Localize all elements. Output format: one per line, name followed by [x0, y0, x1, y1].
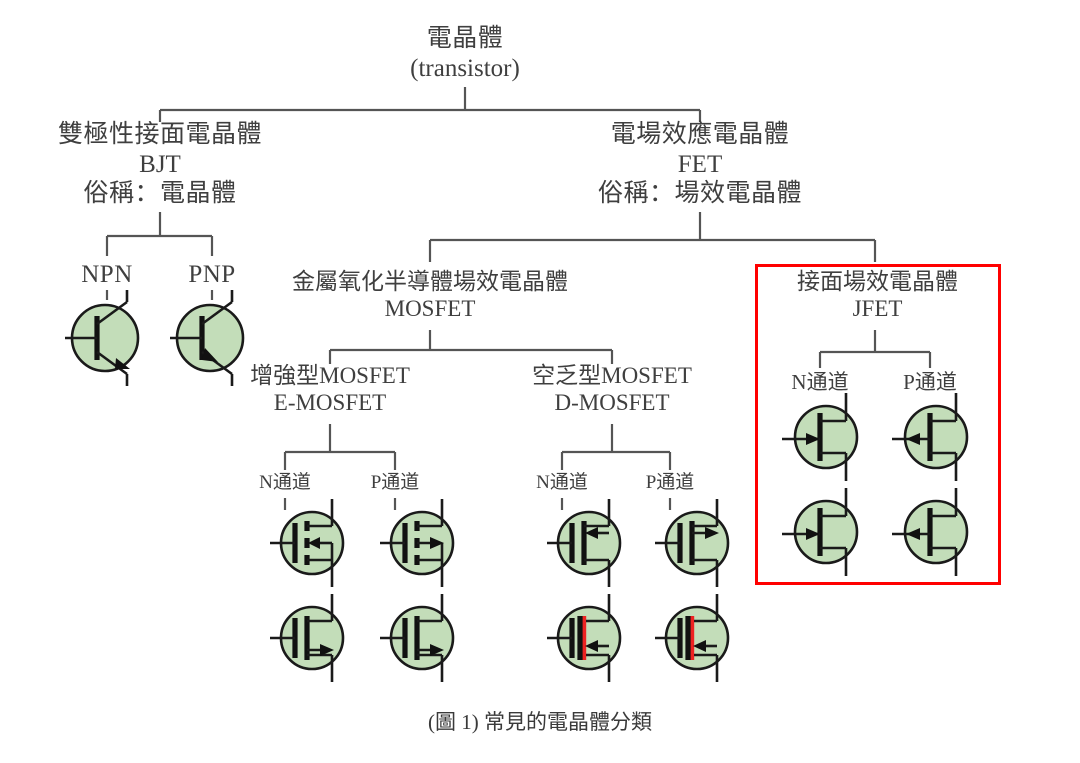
node-bjt: 雙極性接面電晶體 BJT 俗稱：電晶體	[10, 120, 310, 209]
label-jfet-p-channel: P通道	[903, 370, 957, 394]
node-mosfet: 金屬氧化半導體場效電晶體 MOSFET	[230, 268, 630, 322]
fet-label-en: FET	[677, 150, 723, 178]
dmosfet-label-cn: 空乏型MOSFET	[532, 363, 692, 388]
dmosfet-label-en: D-MOSFET	[554, 390, 670, 416]
jfet-label-cn: 接面場效電晶體	[797, 269, 958, 294]
label-emosfet-p-channel: P通道	[370, 472, 420, 493]
emosfet-label-en: E-MOSFET	[273, 390, 387, 416]
root-label-cn: 電晶體	[426, 25, 504, 52]
symbol-emosfet-p-row1	[380, 499, 453, 587]
symbol-emosfet-p-row2	[380, 594, 453, 682]
symbol-jfet-p-row1	[892, 393, 967, 481]
symbol-dmosfet-n-row1	[547, 499, 620, 587]
symbol-bjt-npn	[65, 290, 138, 386]
root-label-en: (transistor)	[410, 54, 520, 82]
symbol-jfet-n-row1	[782, 393, 857, 481]
symbol-dmosfet-p-row1	[655, 499, 728, 587]
fet-label-cn: 電場效應電晶體	[610, 121, 790, 148]
mosfet-label-cn: 金屬氧化半導體場效電晶體	[292, 269, 568, 294]
label-jfet-n-channel: N通道	[791, 370, 849, 394]
symbol-emosfet-n-row2	[270, 594, 343, 682]
node-fet: 電場效應電晶體 FET 俗稱：場效電晶體	[550, 120, 850, 209]
label-emosfet-n-channel: N通道	[259, 472, 311, 493]
label-dmosfet-p-channel: P通道	[645, 472, 695, 493]
symbol-dmosfet-p-row2	[655, 594, 728, 682]
node-jfet: 接面場效電晶體 JFET	[765, 268, 990, 322]
symbol-jfet-n-row2	[782, 488, 857, 576]
bjt-label-alias: 俗稱：電晶體	[83, 180, 237, 207]
jfet-label-en: JFET	[852, 296, 903, 322]
node-bjt-pnp: PNP	[188, 261, 236, 288]
node-dmosfet: 空乏型MOSFET D-MOSFET	[482, 362, 742, 416]
bjt-label-cn: 雙極性接面電晶體	[57, 121, 262, 148]
node-emosfet: 增強型MOSFET E-MOSFET	[200, 362, 460, 416]
label-dmosfet-n-channel: N通道	[536, 472, 588, 493]
bjt-label-en: BJT	[139, 150, 181, 178]
mosfet-label-en: MOSFET	[384, 296, 476, 322]
symbol-dmosfet-n-row2	[547, 594, 620, 682]
node-bjt-npn: NPN	[81, 261, 133, 288]
node-root: 電晶體 (transistor)	[365, 24, 565, 83]
fet-label-alias: 俗稱：場效電晶體	[597, 180, 802, 207]
emosfet-label-cn: 增強型MOSFET	[250, 363, 410, 388]
figure-caption: (圖 1) 常見的電晶體分類	[428, 710, 652, 734]
symbol-jfet-p-row2	[892, 488, 967, 576]
symbol-emosfet-n-row1	[270, 499, 343, 587]
